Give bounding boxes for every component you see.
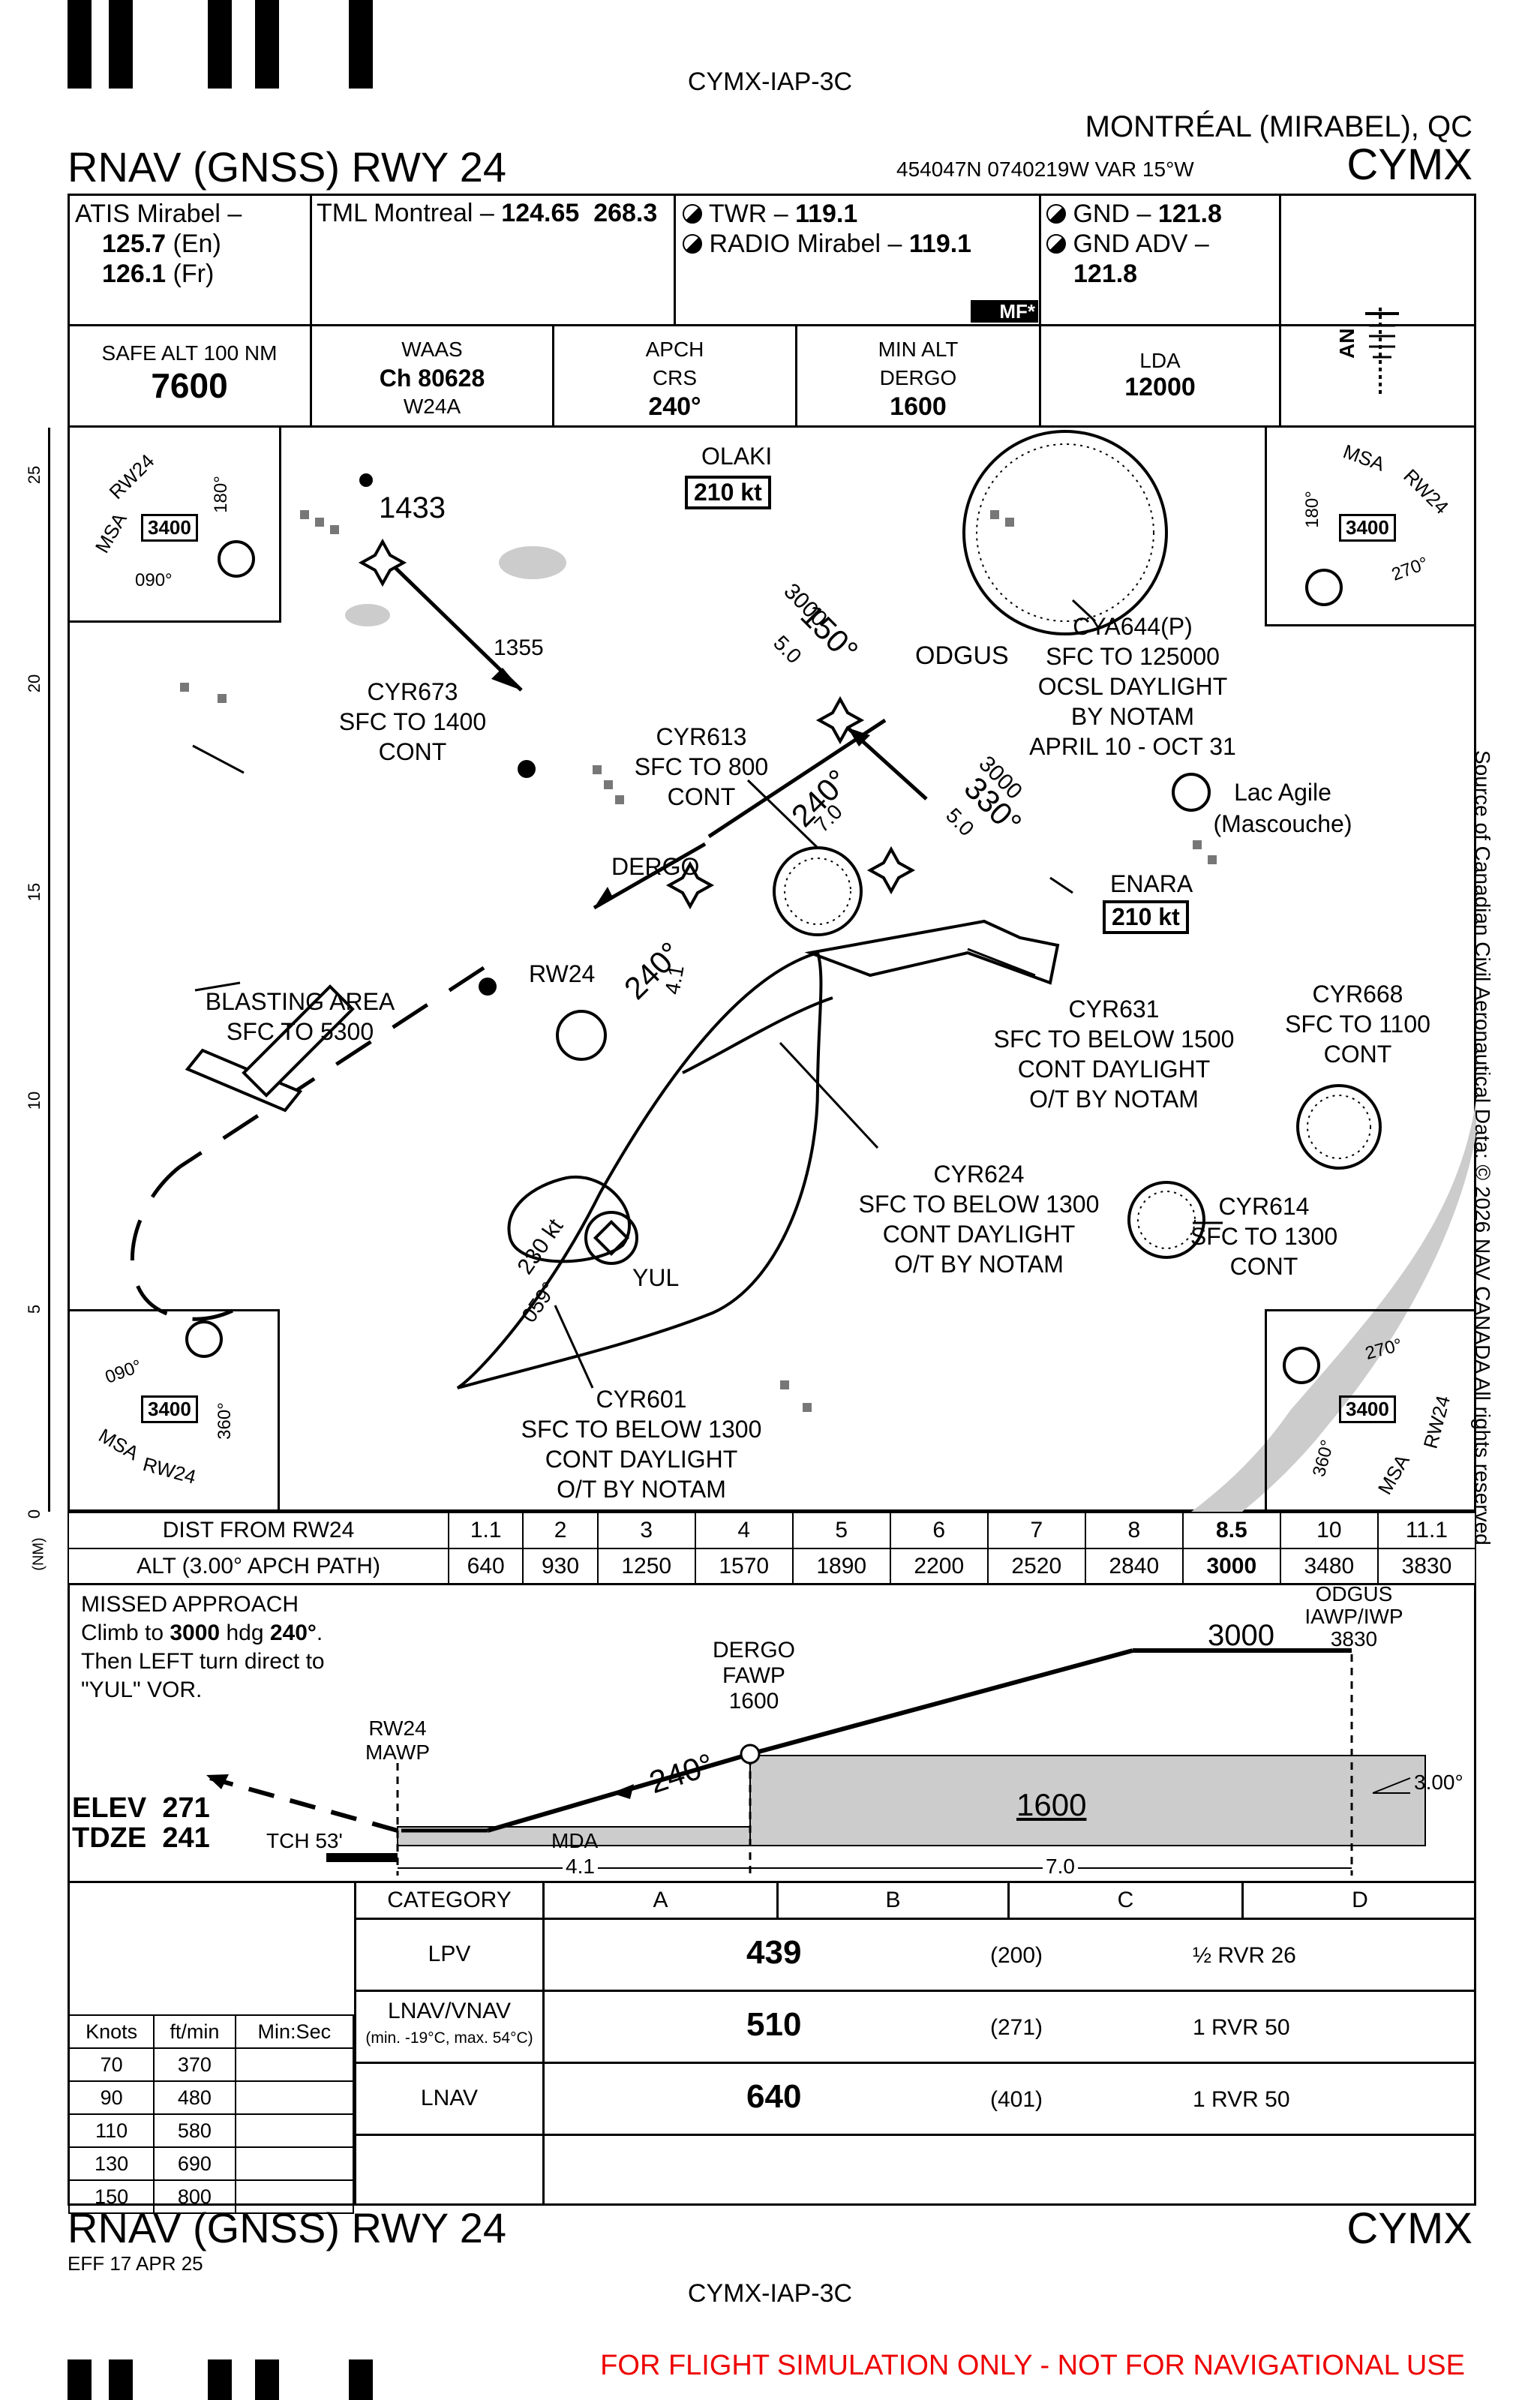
simulation-disclaimer: FOR FLIGHT SIMULATION ONLY - NOT FOR NAV… bbox=[600, 2350, 1465, 2381]
mf-badge: MF* bbox=[971, 300, 1038, 323]
fix-enara: ENARA bbox=[1110, 870, 1193, 897]
dergo-leg-dist: 4.1 bbox=[660, 963, 689, 996]
airport-id: CYMX bbox=[1346, 140, 1472, 189]
obstacle-dots bbox=[359, 473, 536, 996]
comms-briefing-box bbox=[68, 194, 1476, 428]
plan-view bbox=[68, 428, 1476, 1512]
vor-icon bbox=[218, 540, 255, 578]
waas-block: WAAS Ch 80628 W24A bbox=[379, 338, 485, 418]
fix-odgus: ODGUS bbox=[915, 641, 1009, 670]
terrain-dots bbox=[180, 510, 1217, 1412]
source-notice: Source of Canadian Civil Aeronautical Da… bbox=[1471, 750, 1494, 1545]
atis-block: ATIS Mirabel – 125.7 (En) 126.1 (Fr) bbox=[75, 200, 242, 288]
effective-date: EFF 17 APR 25 bbox=[68, 2252, 203, 2275]
radio-icon bbox=[683, 234, 702, 254]
track-arrows bbox=[491, 668, 870, 908]
location-name: MONTRÉAL (MIRABEL), QC bbox=[1085, 110, 1472, 143]
tml-freq: TML Montreal – 124.65 268.3 bbox=[317, 199, 658, 227]
dist-4-1: 4.1 bbox=[563, 1855, 598, 1879]
approach-track bbox=[131, 561, 928, 1321]
ground-freqs: GND – 121.8 GND ADV – 121.8 bbox=[1046, 199, 1222, 289]
tower-icon bbox=[683, 204, 702, 224]
profile-alt-3000: 3000 bbox=[1208, 1619, 1274, 1652]
lac-agile: Lac Agile(Mascouche) bbox=[1213, 779, 1352, 837]
spot-elev-1433: 1433 bbox=[379, 491, 446, 524]
approach-lighting-icon bbox=[1365, 308, 1399, 394]
profile-view bbox=[68, 1583, 1476, 1883]
category-a: A bbox=[653, 1888, 668, 1912]
spot-elev-1355: 1355 bbox=[494, 635, 544, 660]
airport-coordinates: 454047N 0740219W VAR 15°W bbox=[896, 158, 1194, 181]
missed-approach: MISSED APPROACH Climb to 3000 hdg 240°. … bbox=[81, 1592, 325, 1702]
lighting-code: AN bbox=[1335, 328, 1358, 359]
fix-yul: YUL bbox=[632, 1264, 680, 1291]
leader-lines bbox=[192, 599, 1223, 1389]
fix-rw24: RW24 bbox=[529, 960, 596, 987]
fix-olaki: OLAKI bbox=[701, 443, 773, 470]
olaki-speed: 210 kt bbox=[685, 476, 771, 509]
holding-pattern bbox=[507, 1175, 631, 1263]
restricted-areas bbox=[456, 430, 1382, 1389]
safe-alt: SAFE ALT 100 NM 7600 bbox=[101, 341, 278, 405]
procedure-title: RNAV (GNSS) RWY 24 bbox=[68, 143, 507, 191]
fix-symbols bbox=[358, 538, 1211, 1265]
vor-icon bbox=[185, 1320, 223, 1358]
glide-path-angle: 3.00° bbox=[1414, 1771, 1463, 1794]
min-alt-block: MIN ALT DERGO 1600 bbox=[878, 338, 959, 421]
chart-id-top: CYMX-IAP-3C bbox=[687, 68, 853, 96]
terrain-water bbox=[345, 546, 1476, 1512]
vor-icon bbox=[1305, 569, 1343, 606]
category-c: C bbox=[1117, 1888, 1134, 1912]
fix-dergo: DERGO bbox=[611, 853, 700, 880]
profile-graphics bbox=[206, 1648, 1426, 1876]
enara-speed: 210 kt bbox=[1103, 900, 1189, 934]
category-label: CATEGORY bbox=[387, 1888, 512, 1912]
footer-procedure: RNAV (GNSS) RWY 24 bbox=[68, 2204, 507, 2251]
tch: TCH 53' bbox=[266, 1829, 343, 1852]
dist-7-0: 7.0 bbox=[1043, 1855, 1078, 1879]
plan-graphics bbox=[131, 430, 1476, 1512]
runway bbox=[185, 984, 355, 1113]
tower-radio-freqs: TWR – 119.1 RADIO Mirabel – 119.1 bbox=[683, 199, 971, 259]
chart-id-bottom: CYMX-IAP-3C bbox=[687, 2279, 853, 2308]
footer-airport: CYMX bbox=[1346, 2204, 1472, 2253]
profile-mda: MDA bbox=[551, 1829, 599, 1852]
category-d: D bbox=[1352, 1888, 1368, 1912]
category-b: B bbox=[885, 1888, 901, 1912]
profile-1600: 1600 bbox=[1016, 1787, 1087, 1822]
apch-crs-block: APCH CRS 240° bbox=[645, 338, 704, 421]
elev-tdze: ELEV 271 TDZE 241 bbox=[72, 1792, 210, 1854]
lda-block: LDA 12000 bbox=[1124, 349, 1196, 401]
vor-icon bbox=[1283, 1347, 1320, 1384]
